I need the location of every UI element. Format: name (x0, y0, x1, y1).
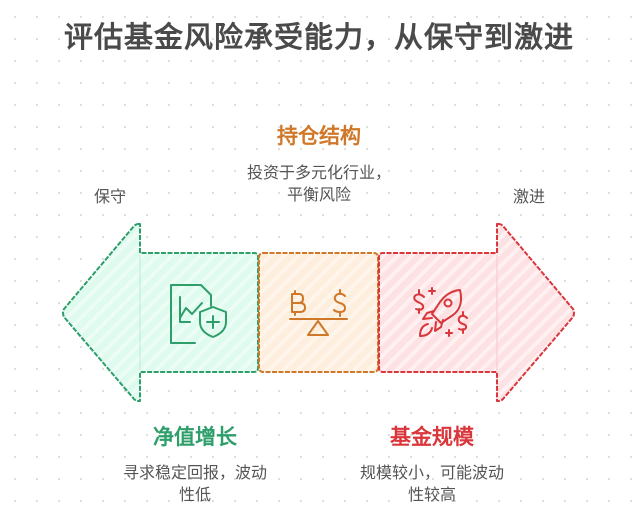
aggressive-label: 激进 (512, 187, 545, 206)
nav-growth-desc-line1: 寻求稳定回报，波动 (122, 463, 267, 482)
nav-growth-heading: 净值增长 (153, 425, 237, 449)
holding-structure-desc-line2: 平衡风险 (286, 185, 351, 204)
page-title: 评估基金风险承受能力，从保守到激进 (63, 20, 574, 54)
bitcoin-dollar-balance-icon (289, 289, 348, 336)
nav-growth-description: 寻求稳定回报，波动 性低 (85, 462, 305, 506)
fund-size-desc-line2: 性较高 (407, 485, 456, 504)
holding-structure-desc-line1: 投资于多元化行业， (246, 163, 391, 182)
holding-structure-heading: 持仓结构 (277, 124, 361, 148)
holding-structure-description: 投资于多元化行业， 平衡风险 (199, 162, 439, 206)
fund-size-description: 规模较小，可能波动 性较高 (322, 462, 542, 506)
conservative-label: 保守 (93, 187, 126, 206)
nav-growth-desc-line2: 性低 (178, 485, 211, 504)
holding-structure-segment (258, 252, 379, 373)
nav-growth-arrow-segment (62, 223, 259, 402)
fund-size-arrow-segment (378, 223, 575, 402)
rocket-dollar-icon (413, 287, 468, 337)
fund-size-heading: 基金规模 (390, 425, 474, 449)
fund-size-desc-line1: 规模较小，可能波动 (359, 463, 504, 482)
chart-document-shield-icon (170, 284, 227, 344)
